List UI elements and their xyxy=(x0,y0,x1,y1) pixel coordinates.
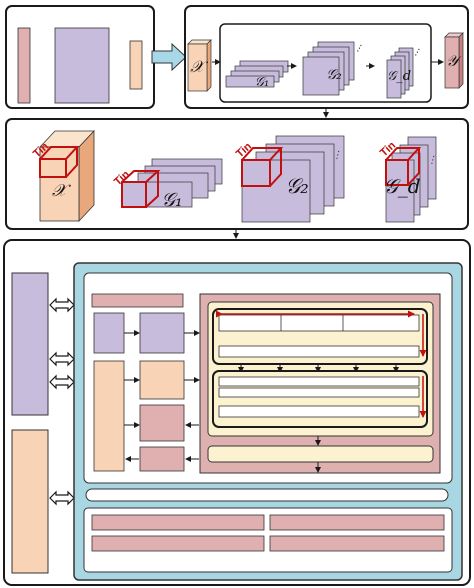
tiled-core1-label: 𝒢₁ xyxy=(161,189,182,211)
core2-stack: 𝒢₂ ··· xyxy=(302,41,367,96)
output-tensor: 𝒴 xyxy=(444,32,464,89)
input-reg xyxy=(139,360,185,400)
input-tensor: 𝒳 xyxy=(187,39,212,92)
core1-tile-box xyxy=(121,170,161,208)
partial-sum-buffer xyxy=(139,404,185,442)
pe-row-5 xyxy=(218,405,420,418)
bias-bar xyxy=(17,27,31,104)
weight-buffer-large xyxy=(139,312,185,354)
input-vector-bar xyxy=(129,40,143,90)
output-bank-3 xyxy=(91,535,265,552)
tiling-panel: Tin 𝒳 Tin 𝒢₁ xyxy=(5,118,469,230)
tiled-input-tensor: Tin 𝒳 xyxy=(31,129,95,223)
core1-stack: 𝒢₁ xyxy=(225,60,289,90)
tiled-cored-label: 𝒢_d xyxy=(383,174,420,198)
pe-row-1 xyxy=(218,314,420,332)
core2-tile-box xyxy=(241,147,284,187)
pe-row-2 xyxy=(218,345,420,358)
core1-label: 𝒢₁ xyxy=(255,75,269,90)
input-layout-panel xyxy=(5,5,155,109)
pe-row-4 xyxy=(218,387,420,398)
weight-memory-block xyxy=(11,272,49,416)
weight-matrix xyxy=(54,27,110,104)
output-bank-2 xyxy=(269,514,445,531)
tiled-core2-label: 𝒢₂ xyxy=(285,174,308,198)
cored-dots: ··· xyxy=(411,46,425,60)
cored-label: 𝒢_d xyxy=(387,69,411,84)
cored-tile-box xyxy=(385,147,422,186)
tiled-core2: Tin 𝒢₂ ⋮ xyxy=(234,135,345,223)
core2-dots: ··· xyxy=(353,42,367,56)
cored-stack-dots: ⋮ xyxy=(427,155,437,166)
transform-arrow xyxy=(151,42,187,72)
tiled-cored: Tin 𝒢_d ⋮ xyxy=(378,136,437,223)
input-tile-box xyxy=(39,146,80,178)
data-bus xyxy=(85,488,449,502)
pe-row-3 xyxy=(218,376,420,387)
accumulator-bar xyxy=(207,445,434,463)
weight-buffer-small xyxy=(93,312,125,354)
header-buffer xyxy=(91,293,184,308)
core2-stack-dots: ⋮ xyxy=(332,150,342,161)
data-memory-block xyxy=(11,429,49,574)
input-buffer xyxy=(93,360,125,472)
cored-stack: 𝒢_d ··· xyxy=(386,46,425,99)
output-bank-1 xyxy=(91,514,265,531)
output-reg xyxy=(139,446,185,472)
core2-label: 𝒢₂ xyxy=(326,67,342,83)
tensor-train-panel: 𝒳 𝒢₁ 𝒢₂ ··· xyxy=(184,5,469,109)
hardware-panel xyxy=(3,239,471,586)
tiled-core1: Tin 𝒢₁ xyxy=(112,158,223,211)
output-bank-4 xyxy=(269,535,445,552)
